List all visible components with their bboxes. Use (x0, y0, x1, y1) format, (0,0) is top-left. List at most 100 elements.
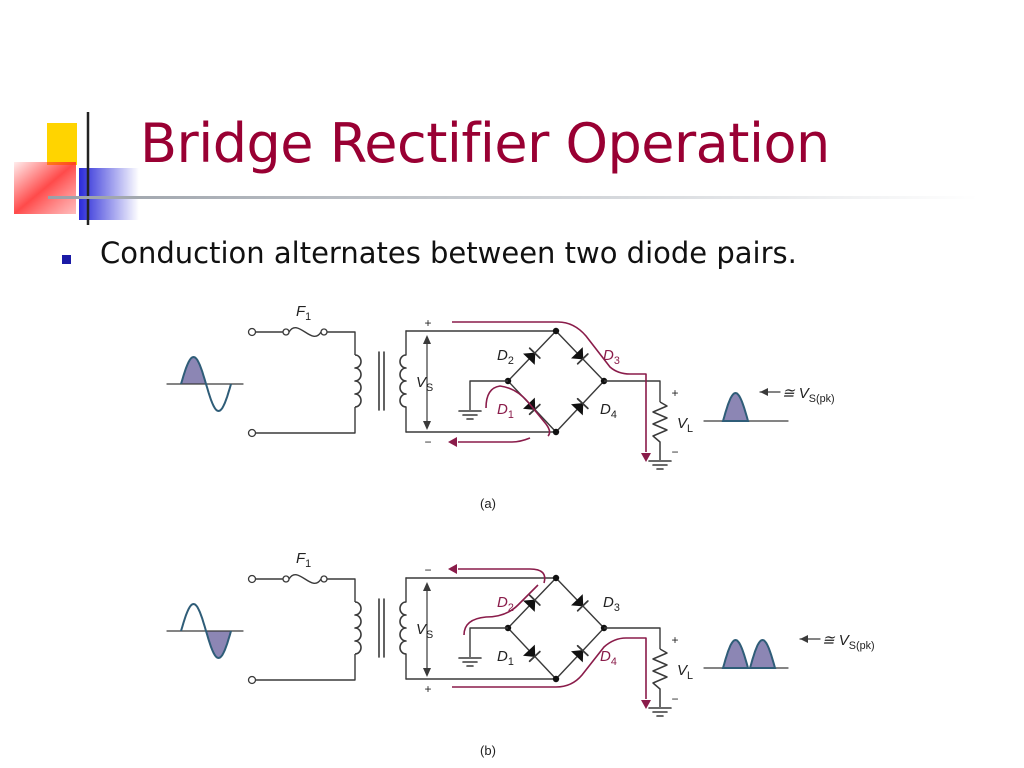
output-peak-label: ≅ VS(pk) (782, 385, 835, 405)
vs-label-sub: S (426, 382, 433, 394)
input-waveform-curve (180, 355, 232, 413)
vl-label: VL (677, 415, 693, 435)
bridge-node-top (552, 574, 560, 582)
output-pulse-1 (721, 391, 750, 422)
diode-label-d2: D2 (497, 594, 514, 614)
diode-label-d2-sub: 2 (508, 355, 514, 367)
vl-label: VL (677, 662, 693, 682)
current-path-forward (452, 321, 647, 452)
fuse-contact-right (320, 575, 328, 583)
diode-label-d1-sub: 1 (508, 409, 514, 421)
current-path-through-d1 (485, 385, 551, 437)
output-pulse-1 (721, 638, 750, 669)
input-terminal-bottom (247, 675, 257, 685)
current-arrow-return (448, 564, 457, 574)
input-terminal-top (247, 574, 257, 584)
fuse-label: F1 (296, 550, 311, 570)
input-waveform-curve (180, 602, 232, 660)
diode-d1-lead-k (534, 655, 557, 680)
deco-yellow-square (47, 123, 77, 165)
diode-label-d1-sub: 1 (508, 656, 514, 668)
current-path-through-d2 (463, 584, 539, 636)
page-title: Bridge Rectifier Operation (140, 112, 830, 175)
wire-primary-bottom (256, 654, 356, 681)
bridge-node-top (552, 327, 560, 335)
vs-arrow-head-bottom (423, 421, 431, 430)
current-arrow-down (641, 453, 651, 462)
fuse-contact-right (320, 328, 328, 336)
diode-d1-bar (528, 650, 541, 663)
diode-label-d2-main: D (497, 594, 508, 611)
current-arrow-down (641, 700, 651, 709)
vl-polarity-bottom: − (671, 692, 678, 706)
wire-primary-bottom (256, 407, 356, 434)
fuse-label-main: F (296, 550, 306, 567)
input-terminal-top (247, 327, 257, 337)
diode-label-d4-sub: 4 (611, 656, 617, 668)
diode-label-d4-sub: 4 (611, 409, 617, 421)
input-terminal-bottom (247, 428, 257, 438)
diode-d3-triangle (571, 347, 584, 360)
vs-label: VS (416, 621, 433, 641)
diode-d1-lead-a (507, 627, 530, 652)
diode-d4-lead-k (582, 380, 605, 405)
output-peak-label-main: V (799, 385, 811, 402)
bullet-marker (62, 255, 71, 264)
diode-label-d4-main: D (600, 648, 611, 665)
primary-winding (354, 601, 362, 655)
vs-polarity-top: + (424, 316, 431, 330)
bridge-node-bottom (552, 675, 560, 683)
deco-red-square (14, 162, 76, 214)
diode-d2-triangle (523, 599, 536, 612)
diode-d2-triangle (523, 352, 536, 365)
fuse-label-sub: 1 (305, 311, 311, 323)
diode-label-d3: D3 (603, 347, 620, 367)
diode-d4-bar (576, 397, 589, 410)
vl-label-main: V (677, 662, 689, 679)
output-peak-label: ≅ VS(pk) (822, 632, 875, 652)
output-peak-arrow (800, 635, 808, 643)
wire-ground (469, 627, 508, 657)
diode-d3-triangle (571, 594, 584, 607)
output-peak-label-prefix: ≅ (822, 632, 839, 649)
diode-d3-lead-k (582, 605, 605, 629)
vl-label-main: V (677, 415, 689, 432)
fuse-contact-left (282, 575, 290, 583)
vs-label: VS (416, 374, 433, 394)
diode-d4-lead-a (555, 655, 578, 680)
diode-d1-lead-k (534, 408, 557, 433)
diode-label-d3-main: D (603, 594, 614, 611)
vl-label-sub: L (687, 423, 693, 435)
secondary-winding (399, 354, 407, 408)
fuse-label: F1 (296, 303, 311, 323)
output-peak-label-main: V (839, 632, 851, 649)
output-peak-label-prefix: ≅ (782, 385, 799, 402)
diode-label-d1: D1 (497, 648, 514, 668)
vs-polarity-bottom: + (424, 682, 431, 696)
fuse-contact-left (282, 328, 290, 336)
vl-polarity-top: + (671, 386, 678, 400)
title-divider (48, 196, 978, 199)
fuse-element (288, 573, 322, 585)
vs-label-main: V (416, 621, 428, 638)
output-pulse-2 (748, 638, 777, 669)
diode-d4-triangle (571, 650, 584, 663)
output-peak-label-sub: S(pk) (809, 393, 835, 405)
vs-label-sub: S (426, 629, 433, 641)
vl-polarity-top: + (671, 633, 678, 647)
input-waveform-shaded-half (206, 631, 231, 658)
diode-d4-lead-k (582, 627, 605, 652)
fuse-label-main: F (296, 303, 306, 320)
wire-to-load (604, 627, 661, 649)
fuse-element (288, 326, 322, 338)
current-arrow-return (448, 437, 457, 447)
secondary-winding (399, 601, 407, 655)
vs-polarity-top: − (424, 563, 431, 577)
diode-d2-bar (528, 594, 541, 606)
diode-label-d2-sub: 2 (508, 602, 514, 614)
diode-d2-lead-a (507, 358, 530, 382)
diode-d2-lead-a (507, 605, 530, 629)
bullet-text: Conduction alternates between two diode … (100, 236, 797, 270)
diode-d2-lead-k (534, 330, 557, 354)
